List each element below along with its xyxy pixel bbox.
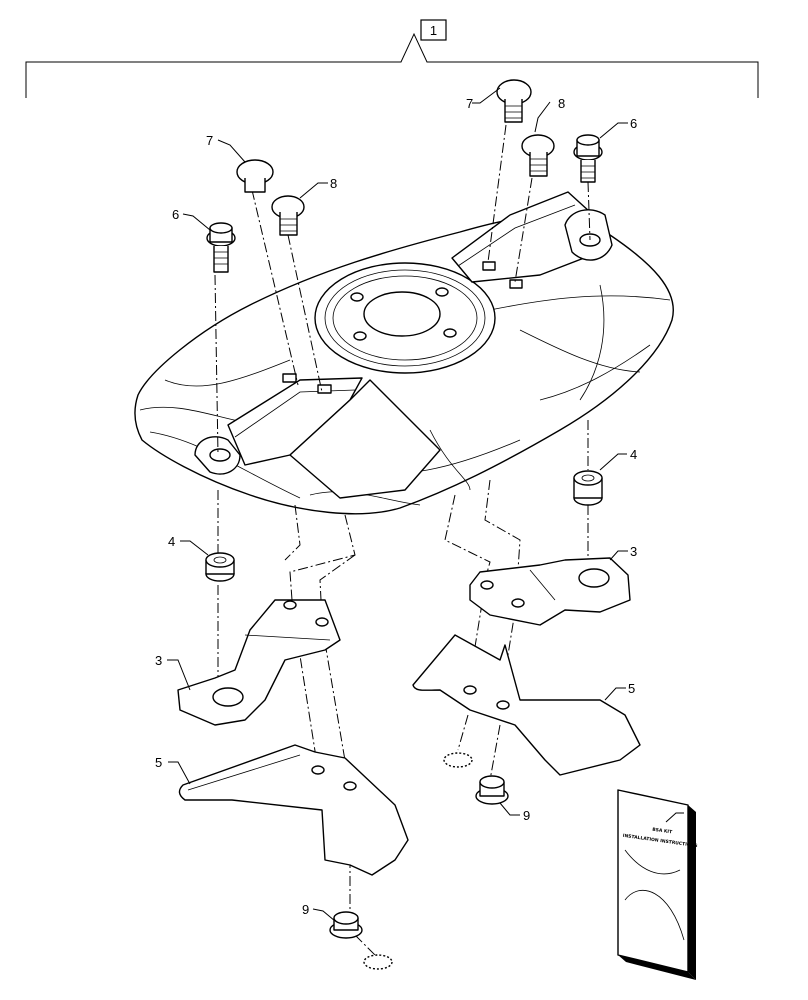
callout-8-top-left: 8	[330, 176, 337, 191]
callout-8-top-right: 8	[558, 96, 565, 111]
callout-6-top-right: 6	[630, 116, 637, 131]
assembly-centerlines	[214, 124, 591, 956]
deflector-5-right	[412, 634, 641, 776]
deflector-5-left	[178, 744, 409, 876]
callout-5-right: 5	[628, 681, 635, 696]
assembly-bracket: 1	[25, 19, 759, 98]
callout-labels: 7 8 6 7 8 6 4 4 3 3 5 5 2 9 9	[155, 96, 694, 917]
callout-7-top-right: 7	[466, 96, 473, 111]
callout-4-left: 4	[168, 534, 175, 549]
assembly-label: 1	[430, 23, 437, 38]
callout-9-left: 9	[302, 902, 309, 917]
svg-text:BSA KIT: BSA KIT	[652, 827, 674, 836]
callout-3-right: 3	[630, 544, 637, 559]
flange-nut-9-left	[329, 911, 363, 939]
bracket-3-left	[177, 599, 341, 726]
carriage-bolt-7-left	[236, 159, 274, 193]
instruction-booklet: BSA KIT INSTALLATION INSTRUCTIONS	[617, 789, 698, 980]
assembly-label-box	[420, 19, 447, 41]
lock-nut-4-left	[205, 552, 235, 582]
carriage-bolt-8-left	[271, 195, 305, 236]
callout-3-left: 3	[155, 653, 162, 668]
flange-bolt-6-right	[573, 134, 603, 183]
callout-6-top-left: 6	[172, 207, 179, 222]
flange-bolt-6-left	[206, 222, 236, 273]
callout-leaders	[167, 87, 684, 922]
flange-nut-9-left-ghost	[363, 954, 393, 970]
flange-nut-9-right-ghost	[443, 752, 473, 768]
bracket-3-right	[469, 557, 631, 626]
main-cover	[134, 191, 674, 515]
callout-2: 2	[687, 806, 694, 821]
callout-9-right: 9	[523, 808, 530, 823]
lock-nut-4-right	[573, 470, 603, 506]
callout-5-left: 5	[155, 755, 162, 770]
carriage-bolt-8-right	[521, 134, 555, 177]
callout-4-right: 4	[630, 447, 637, 462]
callout-7-top-left: 7	[206, 133, 213, 148]
flange-nut-9-right	[475, 775, 509, 805]
carriage-bolt-7-right	[496, 79, 532, 123]
